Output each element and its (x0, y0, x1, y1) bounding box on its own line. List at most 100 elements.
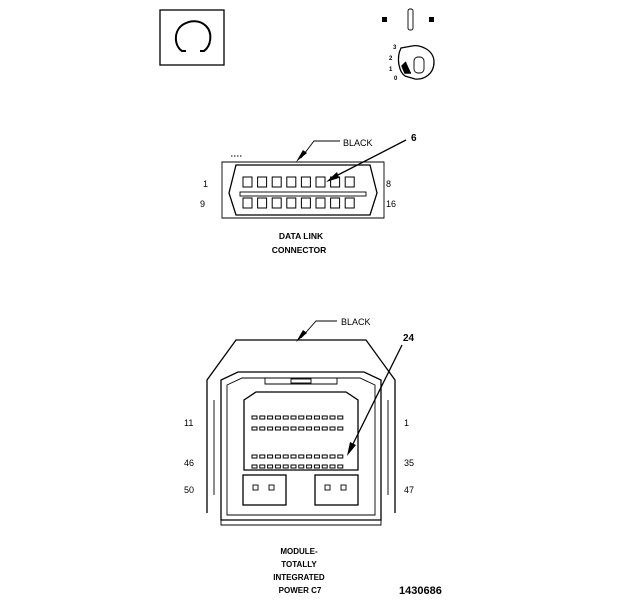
tipm-caption-line2: TOTALLY (281, 560, 317, 569)
tipm-pin-cavity (337, 426, 344, 431)
tipm-pin-1: 1 (404, 418, 409, 428)
tipm-left-fuse-block (242, 474, 287, 506)
tipm-pin-cavity (290, 454, 297, 459)
key-pos-1: 1 (389, 67, 393, 73)
tipm-caption-line3: INTEGRATED (273, 573, 325, 582)
dlc-bottom-pin-row (242, 197, 355, 209)
tipm-pin-cavity (274, 415, 281, 420)
tipm-pin-cavity (306, 426, 313, 431)
dlc-pin-cavity (315, 197, 326, 209)
dlc-pin-cavity (344, 197, 355, 209)
tipm-pin-cavity (267, 464, 274, 469)
tipm-pin-cavity (313, 464, 320, 469)
tipm-pin-cavity (267, 415, 274, 420)
tipm-pin-35: 35 (404, 458, 414, 468)
tipm-pin-cavity (290, 415, 297, 420)
tipm-pin-rows (251, 415, 344, 469)
figure-number: 1430686 (399, 585, 442, 597)
tipm-pin-cavity (251, 454, 258, 459)
tipm-pin-cavity (337, 464, 344, 469)
dlc-pin-8: 8 (386, 179, 391, 189)
tipm-pin-cavity (251, 464, 258, 469)
tipm-pin-cavity (337, 454, 344, 459)
tipm-pin-cavity (329, 426, 336, 431)
tipm-pin-cavity (259, 415, 266, 420)
dlc-pin-cavity (344, 176, 355, 188)
tipm-wire-color: BLACK (341, 317, 371, 327)
tipm-pin-cavity (306, 415, 313, 420)
tipm-caption-line1: MODULE- (280, 547, 318, 556)
tipm-pin-cavity (306, 464, 313, 469)
tipm-pin-cavity (321, 415, 328, 420)
dlc-wire-color: BLACK (343, 138, 373, 148)
tipm-pin-cavity (313, 415, 320, 420)
key-pos-2: 2 (389, 56, 393, 62)
key-pos-0: 0 (394, 76, 398, 82)
dlc-pin-1: 1 (203, 179, 208, 189)
tipm-pin-cavity (298, 426, 305, 431)
tipm-pin-cavity (298, 464, 305, 469)
tipm-c7-connector: BLACK 24 11 1 46 35 50 47 MODULE- TOTALL… (184, 317, 415, 595)
tipm-pin-cavity (321, 464, 328, 469)
tipm-pin-cavity (274, 426, 281, 431)
dlc-caption-line2: CONNECTOR (272, 245, 327, 255)
tipm-pin-cavity (282, 454, 289, 459)
tipm-pin-cavity (321, 426, 328, 431)
dlc-pin-cavity (286, 176, 297, 188)
dlc-pin-cavity (271, 176, 282, 188)
tipm-pin-cavity (267, 426, 274, 431)
tipm-pin-cavity (267, 454, 274, 459)
tipm-pin-cavity (298, 415, 305, 420)
ohmmeter-symbol-icon: Ω (159, 9, 225, 66)
key-pos-3: 3 (393, 45, 397, 51)
tipm-pin-cavity (282, 464, 289, 469)
tipm-pin-cavity (337, 415, 344, 420)
tipm-callout: 24 (403, 333, 415, 344)
dlc-pin-cavity (257, 176, 268, 188)
data-link-connector: BLACK 6 1 8 9 16 DATA LINK CONNECTOR (200, 133, 417, 255)
tipm-pin-cavity (329, 454, 336, 459)
dlc-pin-cavity (330, 176, 341, 188)
tipm-pin-cavity (290, 426, 297, 431)
tipm-pin-cavity (313, 426, 320, 431)
tipm-pin-cavity (251, 426, 258, 431)
tipm-pin-47: 47 (404, 485, 414, 495)
dlc-pin-cavity (315, 176, 326, 188)
dlc-pin-cavity (330, 197, 341, 209)
dlc-pin-cavity (242, 176, 253, 188)
dlc-pin-16: 16 (386, 199, 396, 209)
tipm-pin-cavity (259, 464, 266, 469)
dlc-pin-cavity (286, 197, 297, 209)
dlc-top-pin-row (242, 176, 355, 188)
tipm-pin-cavity (306, 454, 313, 459)
dlc-pin-cavity (271, 197, 282, 209)
tipm-pin-cavity (259, 454, 266, 459)
tipm-pin-cavity (251, 415, 258, 420)
omega-symbol-text: Ω (192, 57, 193, 59)
tipm-pin-cavity (282, 415, 289, 420)
dlc-pin-9: 9 (200, 199, 205, 209)
dlc-pin-cavity (300, 176, 311, 188)
ignition-key-icon: 3 2 1 0 (382, 8, 435, 82)
tipm-pin-cavity (329, 415, 336, 420)
tipm-pin-cavity (298, 454, 305, 459)
tipm-pin-cavity (313, 454, 320, 459)
tipm-pin-cavity (329, 464, 336, 469)
tipm-pin-46: 46 (184, 458, 194, 468)
dlc-callout: 6 (411, 133, 417, 144)
dlc-pin-cavity (257, 197, 268, 209)
dlc-caption-line1: DATA LINK (279, 231, 324, 241)
tipm-pin-cavity (290, 464, 297, 469)
tipm-pin-11: 11 (184, 418, 193, 428)
tipm-pin-cavity (274, 454, 281, 459)
dlc-pin-cavity (242, 197, 253, 209)
tipm-pin-cavity (259, 426, 266, 431)
tipm-right-fuse-block (314, 474, 359, 506)
tipm-pin-cavity (274, 464, 281, 469)
tipm-pin-cavity (282, 426, 289, 431)
tipm-pin-50: 50 (184, 485, 194, 495)
tipm-caption-line4: POWER C7 (279, 586, 322, 595)
tipm-pin-cavity (321, 454, 328, 459)
